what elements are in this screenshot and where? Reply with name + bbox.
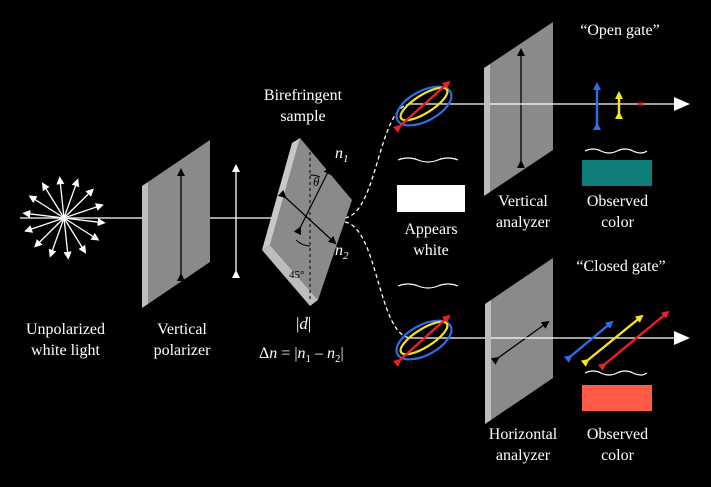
starburst-ray [56,176,65,219]
vertical-polarizer-label: Vertical polarizer [132,319,232,361]
n1-label: n1 [335,145,349,165]
starburst-ray [63,217,100,241]
starburst-ray [34,217,65,248]
thickness-label: |d| [296,314,311,333]
unpolarized-light-icon [22,176,106,260]
starburst-ray [63,217,87,254]
horizontal-analyzer-label: Horizontal analyzer [468,424,578,466]
squiggle-top-right [584,148,648,154]
vertical-polarizer-label-line2: polarizer [153,342,211,359]
unpolarized-label: Unpolarized white light [8,319,123,361]
horizontal-analyzer-axis-arrow [490,320,550,365]
appears-white-label-line2: white [413,242,449,259]
closed-gate-label: “Closed gate” [576,258,666,275]
observed-color-top-label-line2: color [601,214,634,231]
starburst-ray [63,217,72,260]
vertical-analyzer-label: Vertical analyzer [473,191,573,233]
vertical-analyzer-plate [484,22,553,196]
observed-color-bottom-label: Observed color [570,424,665,466]
vertical-analyzer-label-line2: analyzer [495,214,551,231]
appears-white-label-line1: Appears [404,221,458,238]
vertical-polarizer-plate [142,140,210,308]
observed-color-top-swatch [582,160,652,186]
birefringent-label-line1: Birefringent [263,87,343,104]
n2-label: n2 [335,242,349,262]
closed-gate-components [563,310,670,371]
starburst-ray [63,188,94,219]
open-gate-label: “Open gate” [580,22,660,39]
delta-n-label: Δn = |n1 – n2| [259,345,344,365]
angle-45-arc [295,239,311,247]
birefringent-sample: θ 45° [262,138,352,306]
appears-white-label: Appears white [386,219,476,261]
unpolarized-label-line1: Unpolarized [25,321,106,338]
vertical-polarizer-label-line1: Vertical [157,321,207,338]
starburst-ray [41,182,65,219]
horizontal-analyzer-label-line1: Horizontal [488,426,558,443]
open-gate-components [593,82,643,130]
birefringent-label-line2: sample [280,108,326,125]
starburst-ray [22,209,65,219]
starburst-ray [63,217,106,227]
observed-color-top-label-line1: Observed [586,193,649,210]
vertical-analyzer-label-line1: Vertical [498,193,548,210]
n2-axis-arrow [277,189,337,245]
starburst-ray [48,217,65,258]
theta-label: θ [313,174,320,189]
observed-color-top-label: Observed color [570,191,665,233]
birefringent-label: Birefringent sample [248,85,358,127]
observed-color-bottom-swatch [582,385,652,411]
observed-color-bottom-label-line1: Observed [586,426,649,443]
unpolarized-label-line2: white light [31,342,100,359]
squiggle-top-left [397,157,459,163]
squiggle-bottom-left [397,283,459,289]
starburst-ray [63,178,80,219]
starburst-ray [28,195,65,219]
theta-arc [309,174,321,178]
wave-components-top [392,80,453,133]
starburst-ray [63,203,104,219]
squiggle-bottom-right [584,370,648,376]
starburst-ray [24,217,65,233]
appears-white-swatch [397,185,465,212]
wave-components-bottom [392,314,453,367]
horizontal-analyzer-label-line2: analyzer [495,447,551,464]
observed-color-bottom-label-line2: color [601,447,634,464]
horizontal-analyzer-plate [485,258,553,424]
angle-45-label: 45° [289,269,304,281]
